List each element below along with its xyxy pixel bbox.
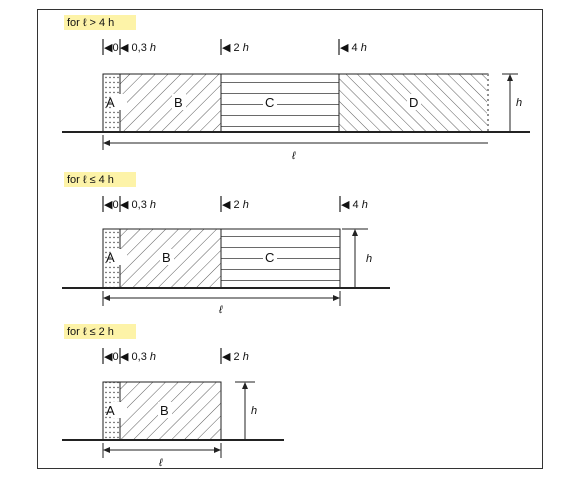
marker-4h: ◀ 4 h [341,199,368,211]
height-label: h [516,97,522,109]
marker-4h: ◀ 4 h [340,42,367,54]
zone-c [220,73,340,133]
case-caption: for ℓ ≤ 2 h [67,326,114,338]
zone-d-label: D [409,95,418,110]
zone-b-label: B [162,250,171,265]
zone-c-label: C [265,95,274,110]
marker-0-3h: ◀ 0,3 h [120,42,156,54]
zone-a-label: A [106,250,115,265]
zone-a-label: A [106,403,115,418]
zone-b [119,228,222,289]
zone-b [119,73,222,133]
marker-2h: ◀ 2 h [222,199,249,211]
zone-c-label: C [265,250,274,265]
marker-2h: ◀ 2 h [222,42,249,54]
case-2: for ℓ ≤ 4 h ◀0 ◀ 0,3 h ◀ 2 h ◀ 4 h A B C… [62,172,390,316]
height-label: h [251,405,257,417]
zone-b-label: B [160,403,169,418]
length-label: ℓ [218,304,223,316]
zone-a-label: A [106,95,115,110]
marker-0: ◀0 [104,199,119,211]
zone-c [220,228,341,289]
case-3: for ℓ ≤ 2 h ◀0 ◀ 0,3 h ◀ 2 h A B h ℓ [62,324,284,469]
marker-0-3h: ◀ 0,3 h [120,351,156,363]
marker-0: ◀0 [104,42,119,54]
caption-bg [64,15,136,30]
case-1: for ℓ > 4 h ◀0 ◀ 0,3 h ◀ 2 h ◀ 4 h A B C… [62,15,530,162]
caption-bg [64,172,136,187]
caption-bg [64,324,136,339]
zone-b-label: B [174,95,183,110]
length-label: ℓ [291,150,296,162]
marker-0: ◀0 [104,351,119,363]
marker-2h: ◀ 2 h [222,351,249,363]
case-caption: for ℓ ≤ 4 h [67,174,114,186]
marker-0-3h: ◀ 0,3 h [120,199,156,211]
length-label: ℓ [158,457,163,469]
height-label: h [366,253,372,265]
case-caption: for ℓ > 4 h [67,17,114,29]
